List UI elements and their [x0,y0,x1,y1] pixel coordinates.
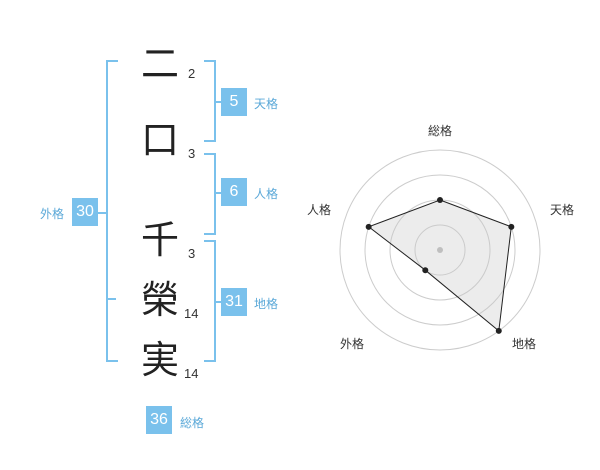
radar-ring [339,149,541,351]
chikaku-bracket-stub [216,301,222,303]
tenkaku-bracket [204,60,216,142]
chikaku-label: 地格 [254,297,279,311]
radar-point-1 [437,197,443,203]
axis-label-jinkaku: 人格 [307,203,332,217]
name-char-3: 千 [140,218,179,262]
stroke-count-5: 14 [184,366,199,381]
axis-label-soukaku: 総格 [428,124,453,138]
jinkaku-value-badge: 6 [221,178,247,206]
name-char-1: 二 [140,42,179,86]
name-char-2: 口 [140,118,179,162]
radar-point-2 [508,223,515,230]
axis-label-chikaku: 地格 [512,337,537,351]
tenkaku-bracket-stub [216,101,222,103]
chikaku-bracket [204,240,216,362]
radar-ring [389,199,491,301]
axis-label-gaikaku: 外格 [340,337,365,351]
jinkaku-label: 人格 [254,187,279,201]
radar-ring [364,174,516,326]
axis-label-tenkaku: 天格 [550,203,575,217]
radar-point-5 [365,223,372,230]
gaikaku-bracket-mid [106,298,116,300]
radar-point-4 [422,267,429,274]
soukaku-label: 総格 [180,416,205,430]
jinkaku-bracket-stub [216,192,222,194]
tenkaku-value-badge: 5 [221,88,247,116]
soukaku-value-badge: 36 [146,406,172,434]
chikaku-value-badge: 31 [221,288,247,316]
stroke-count-2: 3 [188,146,196,161]
radar-center [437,247,443,253]
radar-area [367,199,512,332]
tenkaku-label: 天格 [254,97,279,111]
stroke-count-3: 3 [188,246,196,261]
gaikaku-label: 外格 [40,207,65,221]
gaikaku-bracket [106,60,118,362]
gaikaku-value-badge: 30 [72,198,98,226]
jinkaku-bracket [204,153,216,235]
gaikaku-bracket-stub [98,212,106,214]
stroke-count-4: 14 [184,306,199,321]
stroke-count-1: 2 [188,66,196,81]
name-char-4: 榮 [140,278,179,322]
radar-point-3 [495,327,502,334]
name-char-5: 実 [140,338,179,382]
radar-ring [414,224,466,276]
